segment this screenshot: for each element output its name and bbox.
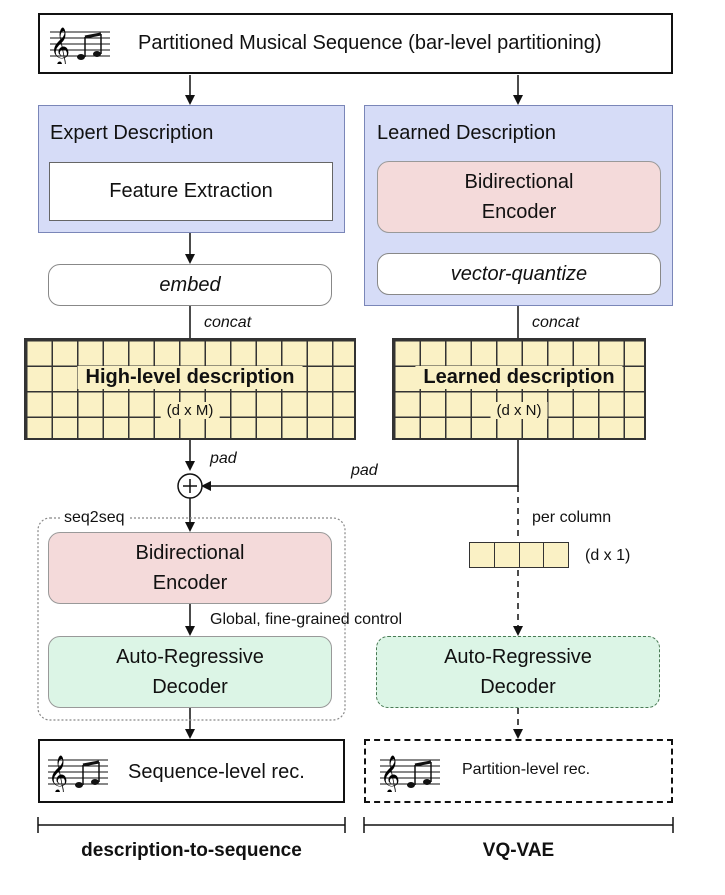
pad-right-label: pad [351, 462, 378, 479]
learned-description-dim: (d x N) [490, 402, 548, 419]
learned-encoder-box: Bidirectional Encoder [377, 161, 661, 233]
expert-description-title: Expert Description [50, 122, 214, 144]
partition-rec-box: 𝄞 Partition-level rec. [364, 739, 673, 803]
column-cell [520, 543, 545, 567]
high-level-description-label: High-level description [77, 366, 303, 389]
sequence-rec-box: 𝄞 Sequence-level rec. [38, 739, 345, 803]
vqvae-decoder-line1: Auto-Regressive [444, 646, 592, 668]
music-notes-icon: 𝄞 [48, 752, 108, 792]
vector-quantize-label: vector-quantize [450, 262, 588, 285]
vqvae-decoder-line2: Decoder [480, 676, 556, 698]
feature-extraction-label: Feature Extraction [109, 180, 273, 202]
expert-description-panel: Expert Description Feature Extraction [38, 105, 345, 233]
column-cell [470, 543, 495, 567]
seq2seq-label: seq2seq [60, 509, 129, 527]
seq2seq-decoder-line2: Decoder [152, 676, 228, 698]
vector-quantize-box: vector-quantize [377, 253, 661, 295]
music-notes-icon: 𝄞 [50, 24, 110, 64]
svg-text:𝄞: 𝄞 [50, 27, 70, 64]
column-vector [469, 542, 569, 568]
column-cell [544, 543, 568, 567]
vq-vae-label: VQ-VAE [482, 840, 555, 861]
seq2seq-encoder-line1: Bidirectional [135, 542, 245, 564]
concat-right-label: concat [532, 314, 580, 331]
column-cell [495, 543, 520, 567]
seq2seq-encoder-line2: Encoder [152, 572, 228, 594]
seq2seq-encoder-box: Bidirectional Encoder [48, 532, 332, 604]
embed-label: embed [159, 273, 221, 296]
learned-description-title: Learned Description [377, 122, 556, 144]
music-notes-icon: 𝄞 [380, 752, 440, 792]
sequence-rec-label: Sequence-level rec. [128, 761, 305, 783]
concat-left-label: concat [204, 314, 252, 331]
learned-encoder-line1: Bidirectional [464, 171, 574, 193]
global-control-label: Global, fine-grained control [210, 611, 403, 628]
description-to-sequence-label: description-to-sequence [81, 840, 302, 861]
svg-text:𝄞: 𝄞 [380, 755, 400, 792]
high-level-description-grid: High-level description (d x M) [24, 338, 356, 440]
seq2seq-group [37, 517, 346, 721]
embed-box: embed [48, 264, 332, 306]
high-level-description-dim: (d x M) [160, 402, 220, 419]
per-column-label: per column [532, 509, 612, 526]
svg-text:𝄞: 𝄞 [48, 755, 68, 792]
seq2seq-decoder-line1: Auto-Regressive [116, 646, 264, 668]
learned-description-panel: Learned Description Bidirectional Encode… [364, 105, 673, 306]
column-dim-label: (d x 1) [585, 547, 631, 564]
feature-extraction-box: Feature Extraction [49, 162, 333, 221]
vqvae-decoder-box: Auto-Regressive Decoder [376, 636, 660, 708]
learned-description-grid: Learned description (d x N) [392, 338, 646, 440]
seq2seq-decoder-box: Auto-Regressive Decoder [48, 636, 332, 708]
learned-encoder-line2: Encoder [481, 201, 557, 223]
pad-left-label: pad [210, 450, 237, 467]
input-sequence-box: 𝄞 Partitioned Musical Sequence (bar-leve… [38, 13, 673, 74]
partition-rec-label: Partition-level rec. [462, 761, 591, 778]
learned-description-label: Learned description [415, 366, 623, 389]
input-sequence-label: Partitioned Musical Sequence (bar-level … [138, 32, 602, 54]
